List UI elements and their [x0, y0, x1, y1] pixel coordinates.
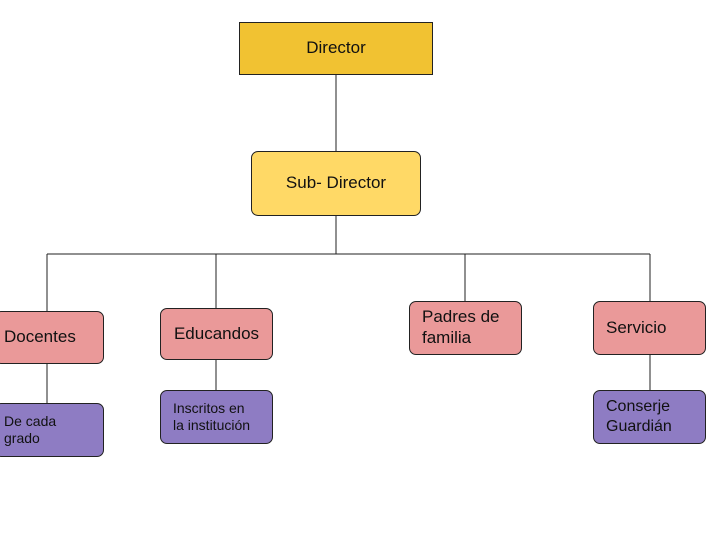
conserje-label-line-2: Guardián: [606, 418, 672, 435]
padres-label-line-2: familia: [422, 328, 472, 347]
conserje-guardian-node: Conserje Guardián: [593, 390, 706, 444]
educandos-label: Educandos: [173, 323, 260, 343]
inscritos-label: Inscritos en la institución: [173, 400, 250, 434]
conserje-label-line-1: Conserje: [606, 398, 671, 416]
subdirector-label: Sub- Director: [285, 173, 387, 193]
docentes-label: Docentes: [4, 327, 76, 347]
padres-de-familia-node: Padres de familia: [409, 301, 522, 355]
director-node: Director: [239, 22, 433, 75]
director-label: Director: [306, 38, 366, 58]
padres-de-familia-label: Padres de familia: [422, 307, 500, 348]
de-cada-grado-node: De cada grado: [0, 403, 104, 457]
inscritos-node: Inscritos en la institución: [160, 390, 273, 444]
inscritos-label-line-1: Inscritos en: [173, 399, 245, 416]
subdirector-node: Sub- Director: [251, 151, 421, 216]
docentes-node: Docentes: [0, 311, 104, 364]
educandos-node: Educandos: [160, 308, 273, 360]
servicio-label: Servicio: [606, 317, 667, 337]
decada-label-line-2: grado: [4, 430, 40, 446]
padres-label-line-1: Padres de: [422, 307, 500, 327]
conserje-guardian-label: Conserje Guardián: [606, 397, 672, 436]
servicio-node: Servicio: [593, 301, 706, 355]
de-cada-grado-label: De cada grado: [4, 413, 56, 447]
decada-label-line-1: De cada: [4, 412, 57, 429]
inscritos-label-line-2: la institución: [173, 417, 251, 433]
